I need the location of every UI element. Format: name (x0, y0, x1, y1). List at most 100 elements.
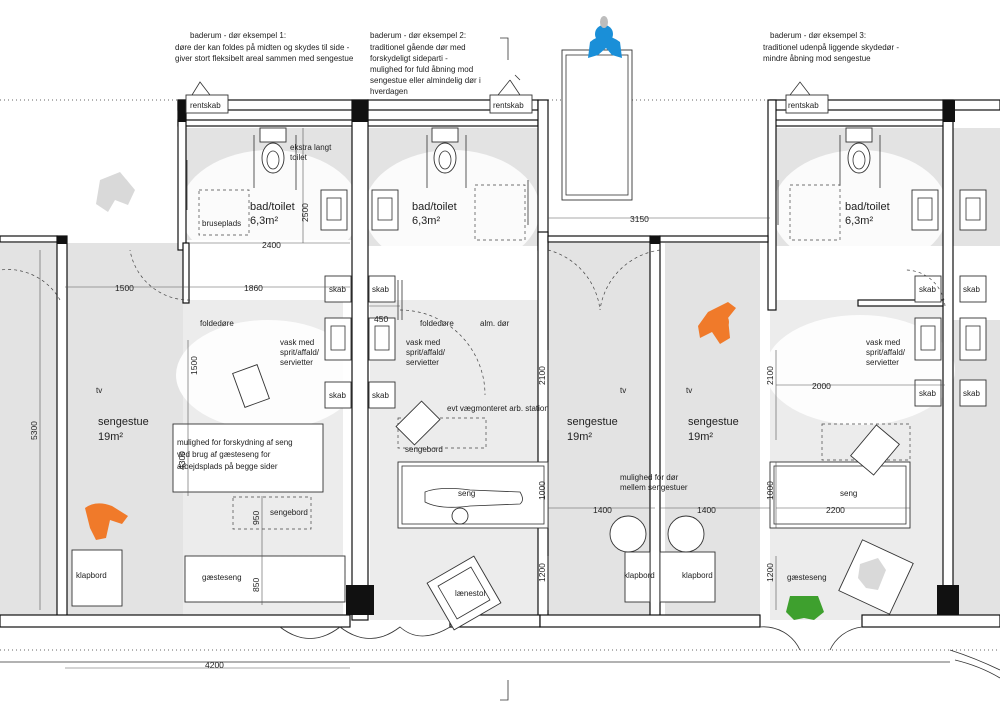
gaesteseng-label: gæsteseng (787, 573, 827, 582)
skab-label: skab (372, 285, 389, 294)
ward-area: 19m² (567, 431, 592, 443)
note-door-example-3: baderum - dør eksempel 3: traditionel ud… (763, 31, 899, 63)
note-line: hverdagen (370, 87, 408, 96)
dim-label: 950 (251, 511, 261, 525)
foldedore-label: foldedøre (200, 319, 234, 328)
note-line: mindre åbning mod sengestue (763, 54, 871, 63)
note-line: giver stort fleksibelt areal sammen med … (175, 54, 354, 63)
skab-label: skab (963, 285, 980, 294)
dim-label: 850 (251, 578, 261, 592)
sengebord-label: sengebord (405, 445, 443, 454)
note-title: baderum - dør eksempel 2: (370, 31, 466, 40)
dim-label: 2100 (537, 366, 547, 385)
tv-label: tv (96, 386, 102, 395)
alm-dor-label: alm. dør (480, 319, 510, 328)
dim-label: 4300 (177, 451, 187, 470)
dim-label: 1200 (537, 563, 547, 582)
vask-label: sprit/affald/ (866, 348, 906, 357)
dim-label: 1000 (765, 481, 775, 500)
dim-label: 1400 (697, 505, 716, 515)
skab-label: skab (329, 285, 346, 294)
dim-label: 2200 (826, 505, 845, 515)
dim-label: 1860 (244, 283, 263, 293)
bathroom-1-fixtures: bruseplads ekstra langt toilet bad/toile… (186, 127, 348, 236)
bathroom-area: 6,3m² (412, 215, 440, 227)
rentskab-label: rentskab (788, 101, 819, 110)
seng-label: seng (458, 489, 475, 498)
skab-label: skab (919, 285, 936, 294)
skab-label: skab (329, 391, 346, 400)
laenestol-label: lænestol (455, 589, 485, 598)
ward-name: sengestue (688, 416, 739, 428)
bathroom-3-fixtures: bad/toilet 6,3m² (777, 127, 987, 241)
note-line: traditionel gående dør med (370, 43, 466, 52)
person-orange-icon (698, 302, 736, 344)
mulighed-dor-label: mellem sengestuer (620, 483, 688, 492)
tv-label: tv (686, 386, 692, 395)
dim-label: 3150 (630, 214, 649, 224)
skab-label: skab (963, 389, 980, 398)
note-title: baderum - dør eksempel 3: (770, 31, 866, 40)
ward-name: sengestue (98, 416, 149, 428)
gaesteseng-label: gæsteseng (202, 573, 242, 582)
rentskab-cabinets: rentskab rentskab rentskab (185, 74, 829, 114)
klapbord-label: klapbord (76, 571, 107, 580)
dim-label: 1400 (593, 505, 612, 515)
bruseplads-label: bruseplads (202, 219, 241, 228)
rentskab-label: rentskab (190, 101, 221, 110)
bathroom-name: bad/toilet (412, 201, 457, 213)
dimension-lines (39, 128, 945, 669)
vask-label: vask med (280, 338, 314, 347)
sengebord-label: sengebord (270, 508, 308, 517)
ekstra-langt-label: toilet (290, 153, 308, 162)
bathroom-name: bad/toilet (845, 201, 890, 213)
ward-area: 19m² (98, 431, 123, 443)
forskydning-note: mulighed for forskydning af seng (177, 438, 293, 447)
ekstra-langt-label: ekstra langt (290, 143, 332, 152)
person-blue-icon (588, 16, 622, 58)
seng-label: seng (840, 489, 857, 498)
skab-cabinets: skab skab skab skab skab skab skab skab (324, 275, 987, 409)
door-labels: foldedøre foldedøre alm. dør (0, 249, 946, 396)
vask-label: vask med (866, 338, 900, 347)
vask-label: servietter (406, 358, 439, 367)
vask-label: servietter (280, 358, 313, 367)
person-green-icon (786, 596, 824, 620)
bathroom-area: 6,3m² (845, 215, 873, 227)
klapbord-label: klapbord (682, 571, 713, 580)
note-door-example-1: baderum - dør eksempel 1: døre der kan f… (175, 31, 354, 63)
dim-label: 4200 (205, 660, 224, 670)
dim-label: 1500 (189, 356, 199, 375)
note-line: traditionel udenpå liggende skydedør - (763, 43, 899, 52)
forskydning-note: ved brug af gæsteseng for (177, 450, 271, 459)
bathroom-name: bad/toilet (250, 201, 295, 213)
vask-label: vask med (406, 338, 440, 347)
dim-label: 1200 (765, 563, 775, 582)
sinks: vask med sprit/affald/ servietter vask m… (280, 317, 987, 367)
rentskab-label: rentskab (493, 101, 524, 110)
person-grey-icon (96, 172, 135, 212)
ward-name: sengestue (567, 416, 618, 428)
bathroom-2-fixtures: bad/toilet 6,3m² (371, 127, 529, 241)
evt-station-label: evt vægmonteret arb. station (447, 404, 549, 413)
person-grey-icon (858, 558, 886, 590)
skab-label: skab (919, 389, 936, 398)
ward-labels: sengestue 19m² sengestue 19m² sengestue … (96, 386, 739, 443)
klapbord-label: klapbord (624, 571, 655, 580)
vask-label: sprit/affald/ (406, 348, 446, 357)
dim-label: 2000 (812, 381, 831, 391)
dim-label: 1500 (115, 283, 134, 293)
note-title: baderum - dør eksempel 1: (190, 31, 286, 40)
dim-label: 2400 (262, 240, 281, 250)
skab-label: skab (372, 391, 389, 400)
dimension-labels: 2500 2400 1500 1860 450 1500 5300 4300 9… (29, 203, 845, 670)
walls (0, 99, 1000, 651)
note-line: forskydeligt sideparti - (370, 54, 448, 63)
ward-area: 19m² (688, 431, 713, 443)
foldedore-label: foldedøre (420, 319, 454, 328)
note-line: mulighed for fuld åbning mod (370, 65, 473, 74)
tv-label: tv (620, 386, 626, 395)
note-line: sengestue eller almindelig dør i (370, 76, 481, 85)
note-door-example-2: baderum - dør eksempel 2: traditionel gå… (370, 31, 481, 96)
